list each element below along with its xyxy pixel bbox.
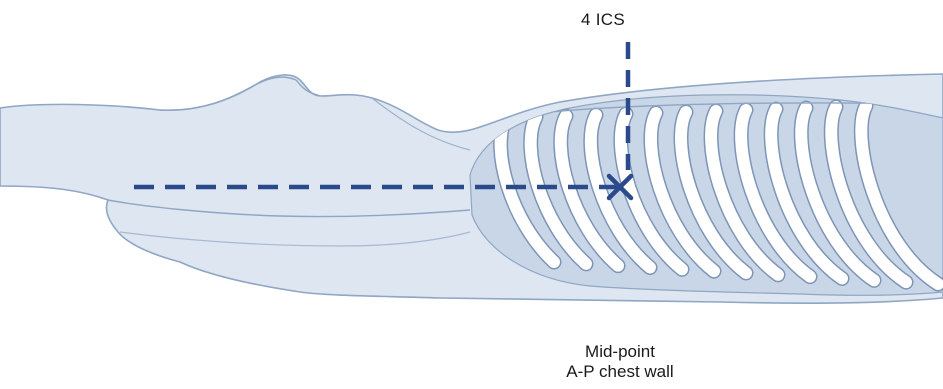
- midpoint-label-line2: A-P chest wall: [540, 362, 700, 382]
- midpoint-label-line1: Mid-point: [540, 342, 700, 362]
- midpoint-label: Mid-point A-P chest wall: [540, 342, 700, 382]
- intercostal-space-label: 4 ICS: [581, 10, 625, 30]
